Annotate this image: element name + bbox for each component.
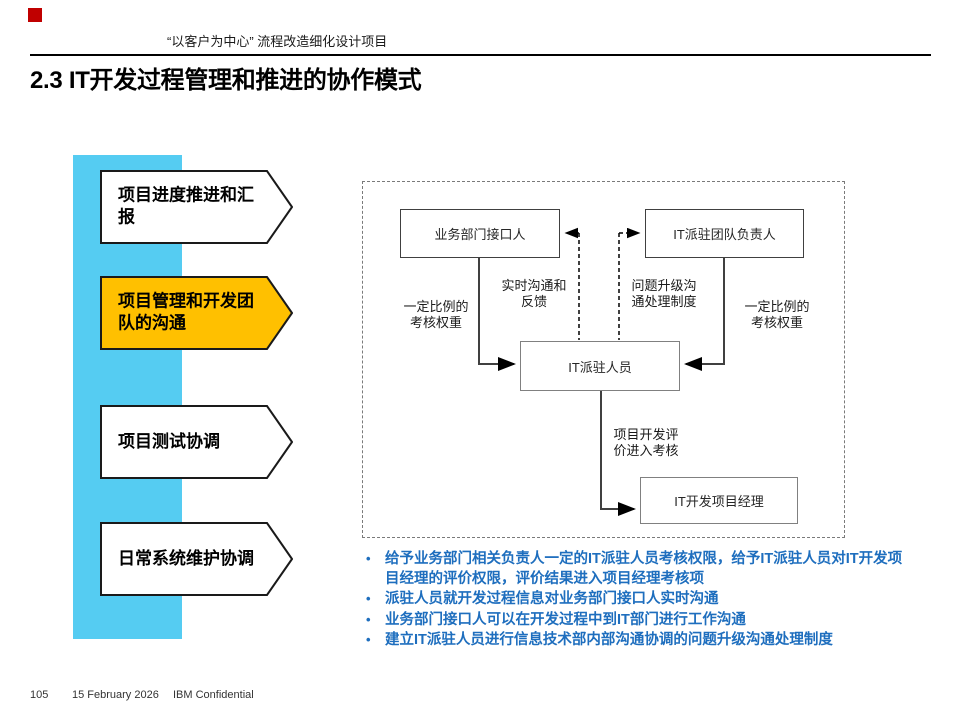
label-dev-evaluation: 项目开发评价进入考核 [613,427,679,459]
bullet-item: 给予业务部门相关负责人一定的IT派驻人员考核权限，给予IT派驻人员对IT开发项目… [362,549,916,589]
sidebar-item-progress-report: 项目进度推进和汇报 [100,170,293,244]
page-number: 105 [30,689,49,701]
bullet-item: 派驻人员就开发过程信息对业务部门接口人实时沟通 [362,589,916,609]
red-square-logo [28,8,42,22]
sidebar-item-label: 项目管理和开发团队的沟通 [118,291,254,333]
footer-date: 15 February 2026 [72,689,159,701]
label-assessment-weight-right: 一定比例的考核权重 [744,299,810,331]
label-assessment-weight-left: 一定比例的考核权重 [403,299,469,331]
sidebar-item-label: 日常系统维护协调 [118,548,254,568]
node-it-resident: IT派驻人员 [520,341,680,391]
sidebar-item-label: 项目进度推进和汇报 [118,185,254,227]
node-it-team-lead: IT派驻团队负责人 [645,209,804,258]
collaboration-diagram: 业务部门接口人 IT派驻团队负责人 IT派驻人员 IT开发项目经理 实时沟通和反… [362,181,845,538]
label-escalation: 问题升级沟通处理制度 [631,278,697,310]
sidebar-item-maintenance-coordination: 日常系统维护协调 [100,522,293,596]
page-title: 2.3 IT开发过程管理和推进的协作模式 [30,67,422,94]
chevron-arrow-shape [100,170,293,244]
chevron-arrow-shape [100,522,293,596]
footer-confidential: IBM Confidential [173,689,254,701]
chevron-arrow-shape [100,405,293,479]
chevron-arrow-shape [100,276,293,350]
sidebar-item-label: 项目测试协调 [118,431,220,451]
node-business-contact: 业务部门接口人 [400,209,560,258]
bullet-item: 业务部门接口人可以在开发过程中到IT部门进行工作沟通 [362,610,916,630]
header-divider [30,54,931,56]
sidebar-item-test-coordination: 项目测试协调 [100,405,293,479]
node-it-dev-pm: IT开发项目经理 [640,477,798,524]
sidebar-item-mgmt-communication: 项目管理和开发团队的沟通 [100,276,293,350]
label-realtime-feedback: 实时沟通和反馈 [501,278,567,310]
project-header: “以客户为中心” 流程改造细化设计项目 [167,34,388,49]
bullet-list: 给予业务部门相关负责人一定的IT派驻人员考核权限，给予IT派驻人员对IT开发项目… [362,549,916,650]
bullet-item: 建立IT派驻人员进行信息技术部内部沟通协调的问题升级沟通处理制度 [362,630,916,650]
